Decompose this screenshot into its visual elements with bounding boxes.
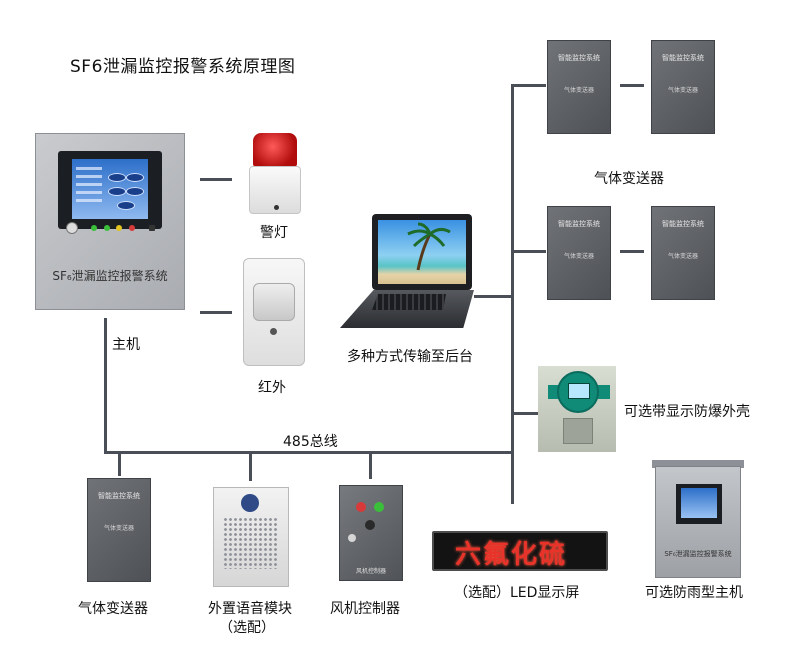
led-display-board	[432, 531, 608, 571]
infrared-sensor-lens	[253, 283, 295, 321]
gas-transmitter-mid-left: 智能监控系统 气体变送器	[547, 206, 611, 300]
top-transmitter-branch	[511, 84, 546, 87]
gas-transmitter-bottom-label: 气体变送器	[78, 601, 148, 617]
explosion-proof-label: 可选带显示防爆外壳	[624, 404, 750, 420]
diagram-title: SF6泄漏监控报警系统原理图	[70, 57, 296, 77]
infrared-sensor-indicator	[270, 328, 277, 335]
rainproof-host-panel-name: SF₆泄漏监控报警系统	[664, 550, 732, 558]
gas-transmitter-mid-right: 智能监控系统 气体变送器	[651, 206, 715, 300]
host-controller-panel: SF₆泄漏监控报警系统	[35, 133, 185, 310]
gas-transmitter-right-label: 气体变送器	[594, 171, 664, 187]
backend-label: 多种方式传输至后台	[347, 349, 473, 365]
fan-controller-label: 风机控制器	[330, 601, 400, 617]
fan-controller-switch	[348, 534, 356, 542]
explosion-proof-display	[568, 383, 590, 399]
explosion-proof-branch	[511, 412, 540, 415]
explosion-proof-housing	[557, 371, 599, 413]
host-led-red	[129, 225, 135, 231]
alarm-light-screw	[274, 205, 279, 210]
host-led-green-2	[104, 225, 110, 231]
gas-transmitter-bottom: 智能监控系统 气体变送器	[87, 478, 151, 582]
rainproof-host-label: 可选防雨型主机	[645, 585, 743, 601]
fan-controller-knob	[365, 520, 375, 530]
alarm-light-label: 警灯	[260, 225, 288, 241]
bus-485-label: 485总线	[283, 434, 338, 450]
rainproof-host-roof	[652, 460, 744, 468]
mid-transmitter-branch	[511, 250, 546, 253]
drop-fan-controller	[369, 451, 372, 479]
led-display-message: 六氟化硫	[455, 540, 568, 570]
explosion-proof-right-port	[598, 385, 610, 399]
voice-module-logo	[241, 494, 259, 512]
fan-controller	[339, 485, 403, 581]
explosion-proof-junction-box	[563, 418, 593, 444]
host-led-yellow	[116, 225, 122, 231]
drop-voice-module	[249, 451, 252, 481]
host-panel-name: SF₆泄漏监控报警系统	[52, 269, 168, 283]
fan-controller-led-green	[374, 502, 384, 512]
alarm-light-lens	[253, 133, 297, 167]
gas-transmitter-top-left: 智能监控系统 气体变送器	[547, 40, 611, 134]
host-label: 主机	[112, 337, 140, 353]
laptop-to-backbone-line	[474, 295, 514, 298]
rainproof-host-screen	[681, 488, 717, 518]
gas-transmitter-top-right: 智能监控系统 气体变送器	[651, 40, 715, 134]
laptop-wallpaper	[378, 220, 466, 284]
led-display-label: （选配）LED显示屏	[454, 585, 580, 601]
fan-controller-led-red	[356, 502, 366, 512]
mid-transmitter-link	[620, 250, 644, 253]
backbone-vertical-line	[511, 84, 514, 504]
drop-gas-transmitter	[118, 451, 121, 476]
host-to-alarm-line	[200, 178, 232, 181]
fan-controller-panel-name: 风机控制器	[355, 568, 386, 575]
top-transmitter-link	[620, 84, 644, 87]
host-switch	[149, 225, 155, 231]
voice-module-speaker-grill	[223, 517, 279, 569]
host-knob	[66, 222, 78, 234]
host-to-pir-line	[200, 311, 232, 314]
bus-485-line	[104, 451, 514, 454]
host-touch-screen	[72, 159, 148, 219]
host-screen-bezel	[58, 151, 162, 229]
laptop-keyboard	[372, 294, 446, 310]
voice-module-optional-label: （选配）	[219, 620, 275, 636]
host-drop-line	[104, 318, 107, 453]
voice-module-label: 外置语音模块	[208, 601, 292, 617]
host-led-green-1	[91, 225, 97, 231]
infrared-label: 红外	[258, 380, 286, 396]
